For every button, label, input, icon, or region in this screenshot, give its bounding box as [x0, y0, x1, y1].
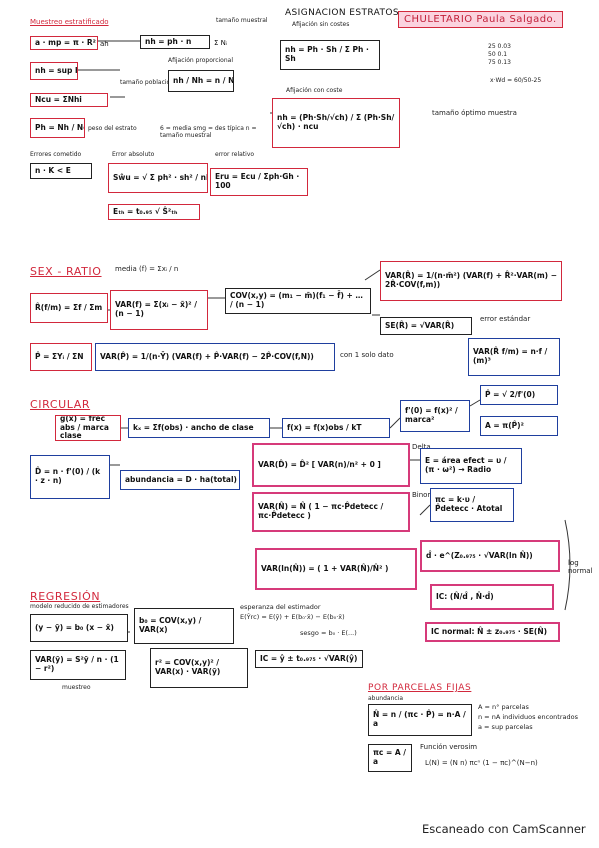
- formula-box: f'(0) = f(x)² / marca²: [400, 400, 470, 432]
- label-log-normal: log normal: [568, 559, 593, 575]
- formula-box: b₀ = COV(x,y) / VAR(x): [134, 608, 234, 644]
- formula-box: COV(x,y) = (m₁ − m̄)(f₁ − f̄) + … / (n −…: [225, 288, 371, 314]
- formula-box: VAR(f) = Σ(xᵢ − x̄)² / (n − 1): [110, 290, 208, 330]
- section-title-sex-ratio: SEX - RATIO: [30, 265, 102, 278]
- formula-box: kₓ = Σf(obs) · ancho de clase: [128, 418, 270, 438]
- label-abundancia: abundancia: [368, 695, 404, 702]
- formula-box: SE(R̂) = √VAR(R̂): [380, 317, 472, 335]
- label-error-absoluto: Error absoluto: [112, 151, 155, 158]
- formula-box: VAR(P̂) = 1/(n·Ȳ) (VAR(f) + P̂·VAR(f) − …: [95, 343, 335, 371]
- scanner-watermark: Escaneado con CamScanner: [422, 822, 586, 836]
- parcelas-note: A = n° parcelas: [478, 703, 529, 711]
- section-title-parcelas: POR PARCELAS FIJAS: [368, 683, 472, 693]
- likelihood-formula: L(N) = (N n) πcⁿ (1 − πc)^(N−n): [425, 759, 538, 767]
- formula-box: VAR(ln(N̂)) = ( 1 + VAR(N̂)/N̂² ): [255, 548, 417, 590]
- label-sesgo: sesgo = b₀ · E(...): [300, 629, 357, 637]
- formula-box: f(x) = f(x)obs / kT: [282, 418, 390, 438]
- formula-box: VAR(R̂) = 1/(n·m̄²) (VAR(f) + R̂²·VAR(m)…: [380, 261, 562, 301]
- formula-box: g(x) = frec abs / marca clase: [55, 415, 121, 441]
- label-afijacion-sin-costes: Afijación sin costes: [292, 21, 350, 28]
- side-value: 75 0.13: [488, 59, 511, 66]
- parcelas-note: a = sup parcelas: [478, 723, 533, 731]
- formula-box: A = π(P̂)²: [480, 416, 558, 436]
- label-error-estandar: error estándar: [480, 315, 531, 323]
- label-tamano-muestral: tamaño muestral: [216, 17, 268, 24]
- formula-box: Eru = Ecu / Σph·Gh · 100: [210, 168, 308, 196]
- formula-box: r² = COV(x,y)² / VAR(x) · VAR(ȳ): [150, 648, 248, 688]
- label-modelo: modelo reducido de estimadores: [30, 603, 129, 610]
- formula-box: VAR(ȳ) = S²ȳ / n · (1 − r²): [30, 650, 126, 680]
- label-peso-estrato: peso del estrato: [88, 125, 137, 132]
- label-esperanza: esperanza del estimador: [240, 603, 321, 611]
- arrow: [469, 399, 481, 407]
- arrow: [419, 504, 431, 516]
- formula-box: IC = ŷ ± t₀.₉₇₅ · √VAR(ŷ): [255, 650, 363, 668]
- formula-box: Ph = Nh / Ncu: [30, 118, 85, 138]
- formula-box: VAR(R̂ f/m) = n·f / (m)³: [468, 338, 560, 376]
- label-notacion: 6 = media smg = des típica n = tamaño mu…: [160, 125, 257, 139]
- section-title-regresion: REGRESIÓN: [30, 590, 101, 603]
- formula-box: VAR(D̂) = D̂² [ VAR(n)/n² + 0 ]: [252, 443, 410, 487]
- label-funcion: Función verosim: [420, 743, 478, 751]
- formula-box: nh / Nh = n / N: [168, 70, 234, 92]
- label-tamano-poblacional: tamaño poblacional: [120, 79, 180, 86]
- label-afijacion-proporcional: Afijación proporcional: [168, 57, 233, 64]
- formula-box: d̂ · e^(Z₀.₉₇₅ · √VAR(ln N̂)): [420, 540, 560, 572]
- formula-box: abundancia = D · ha(total): [120, 470, 240, 490]
- section-title-circular: CIRCULAR: [30, 398, 91, 411]
- formula-box: nh = sup h / ah: [30, 62, 78, 80]
- formula-box: πc = k·υ / P̂detecc · Atotal: [430, 488, 514, 522]
- formula-box: P̂ = √ 2/f'(0): [480, 385, 558, 405]
- formula-box: E = área efect = υ / (π · ω²) → Radio: [420, 448, 522, 484]
- page-title: ASIGNACION ESTRATOS: [285, 8, 399, 18]
- side-value: 25 0.03: [488, 43, 511, 50]
- side-value: 50 0.1: [488, 51, 508, 58]
- formula-box: D̂ = n · f'(0) / (k · z · n): [30, 455, 110, 499]
- arrow: [389, 417, 401, 429]
- label-un-dato: con 1 solo dato: [340, 351, 394, 359]
- formula-suffix: ah: [100, 40, 109, 48]
- side-ratio: x·Wd = 60/50-25: [490, 77, 542, 84]
- label-binom: Binom: [412, 491, 435, 499]
- label-delta: Delta: [412, 443, 431, 451]
- formula-box: Sŵu = √ Σ ph² · sh² / nh: [108, 163, 208, 193]
- label-media: media (f) = Σxᵢ / n: [115, 265, 179, 273]
- formula-box: Eₜₕ = t₀.₉₅ √ Ŝ²ₜₕ: [108, 204, 200, 220]
- formula-box: VAR(N̂) = N̂ ( 1 − πc·P̂detecc / πc·P̂de…: [252, 492, 410, 532]
- label-afijacion-con-coste: Afijación con coste: [286, 87, 343, 94]
- formula-box: nh = ph · n: [140, 35, 210, 49]
- parcelas-note: n = nA individuos encontrados: [478, 713, 578, 721]
- label-errores: Errores cometido: [30, 151, 82, 158]
- label-tamano-optimo: tamaño óptimo muestra: [432, 109, 517, 117]
- formula-box: IC normal: N̂ ± z₀.₉₇₅ · SE(N̂): [425, 622, 560, 642]
- formula-box: nh = Ph · Sh / Σ Ph · Sh: [280, 40, 380, 70]
- formula-box: R̂(f/m) = Σf / Σm: [30, 293, 108, 323]
- label-error-relativo: error relativo: [215, 151, 255, 158]
- formula-box: (y − ȳ) = b₀ (x − x̄): [30, 614, 128, 642]
- formula-box: IC: (N̂/d̂ , N̂·d̂): [430, 584, 554, 610]
- formula-box: Ncu = ΣNhi: [30, 93, 108, 107]
- formula-suffix: Σ Nᵢ: [214, 39, 228, 47]
- formula-box: nh = (Ph·Sh/√ch) / Σ (Ph·Sh/√ch) · ncu: [272, 98, 400, 148]
- formula-box: πc = A / a: [368, 744, 412, 772]
- label-muestreo: muestreo: [62, 684, 91, 691]
- formula-box: n · K < E: [30, 163, 92, 179]
- arrow: [364, 269, 381, 281]
- author-tag: CHULETARIO Paula Salgado.: [398, 11, 563, 28]
- esperanza-formula: E(Ŷrc) = E(ȳ) + E(b₀·x̄) − E(b₀·x̄): [240, 613, 345, 621]
- section-title-estratificado: Muestreo estratificado: [30, 18, 109, 26]
- formula-box: N̂ = n / (πc · P̂) = n·A / a: [368, 704, 472, 736]
- formula-box: P̂ = ΣYᵢ / ΣN: [30, 343, 92, 371]
- formula-box: a · mp = π · R²: [30, 36, 98, 50]
